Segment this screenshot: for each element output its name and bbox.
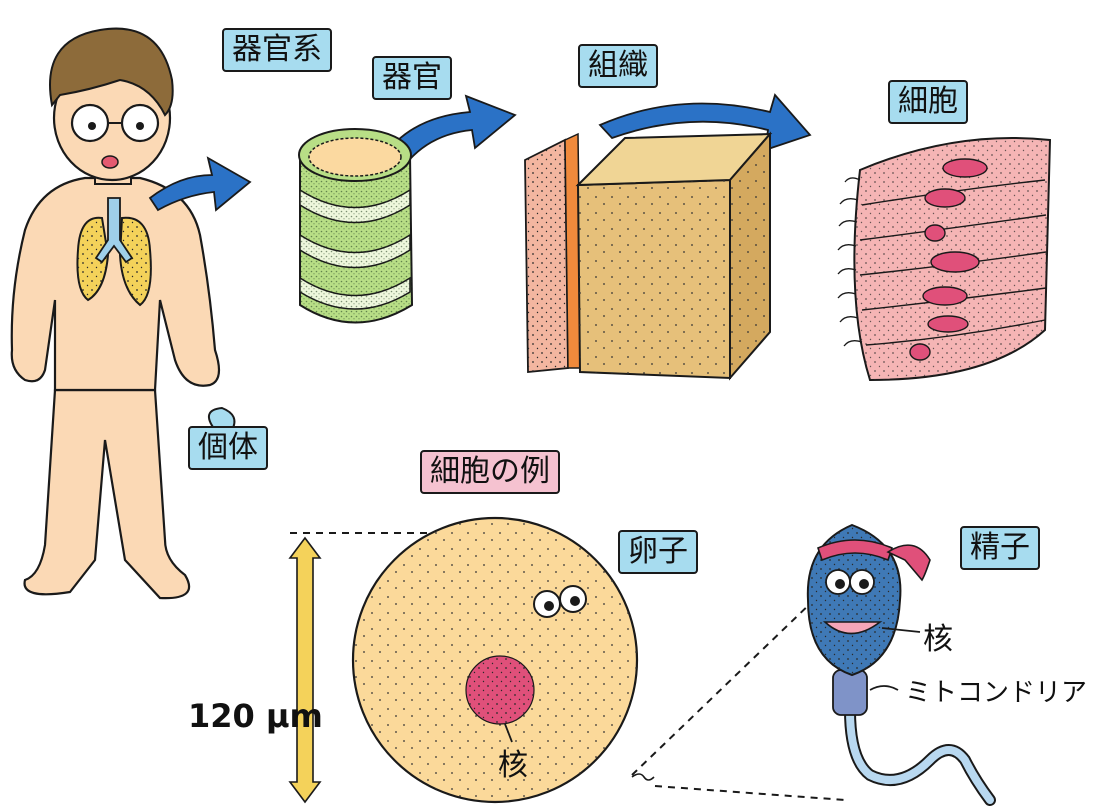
label-organ-system: 器官系 xyxy=(222,28,332,72)
cell-nucleus xyxy=(931,252,979,272)
person-legs xyxy=(25,390,190,598)
sperm-nucleus-label: 核 xyxy=(923,614,953,658)
person-illustration xyxy=(12,29,219,599)
cell-nucleus xyxy=(925,189,965,207)
label-organ: 器官 xyxy=(372,56,452,100)
tissue-illustration xyxy=(525,134,770,378)
arrow-body-to-organ xyxy=(150,158,250,210)
label-cell-examples: 細胞の例 xyxy=(420,450,560,494)
organ-illustration xyxy=(299,129,412,323)
egg-illustration xyxy=(290,518,637,802)
cell-nucleus xyxy=(928,316,968,332)
cell-nucleus xyxy=(910,344,930,360)
egg-nucleus-label: 核 xyxy=(498,740,528,784)
egg-scale-arrow xyxy=(290,538,320,802)
label-individual: 個体 xyxy=(188,426,268,470)
label-egg: 卵子 xyxy=(618,530,698,574)
cell-nucleus xyxy=(943,159,987,177)
cell-nucleus xyxy=(923,287,967,305)
egg-size-label: 120 μm xyxy=(188,697,323,735)
label-cell: 細胞 xyxy=(888,80,968,124)
cell-nucleus xyxy=(925,225,945,241)
label-tissue: 組織 xyxy=(578,44,658,88)
label-sperm: 精子 xyxy=(960,526,1040,570)
sperm-mitochondria-label: ミトコンドリア xyxy=(905,672,1087,709)
sperm-tail xyxy=(850,710,990,800)
sperm-midpiece xyxy=(833,670,867,715)
cell-illustration xyxy=(838,138,1050,380)
